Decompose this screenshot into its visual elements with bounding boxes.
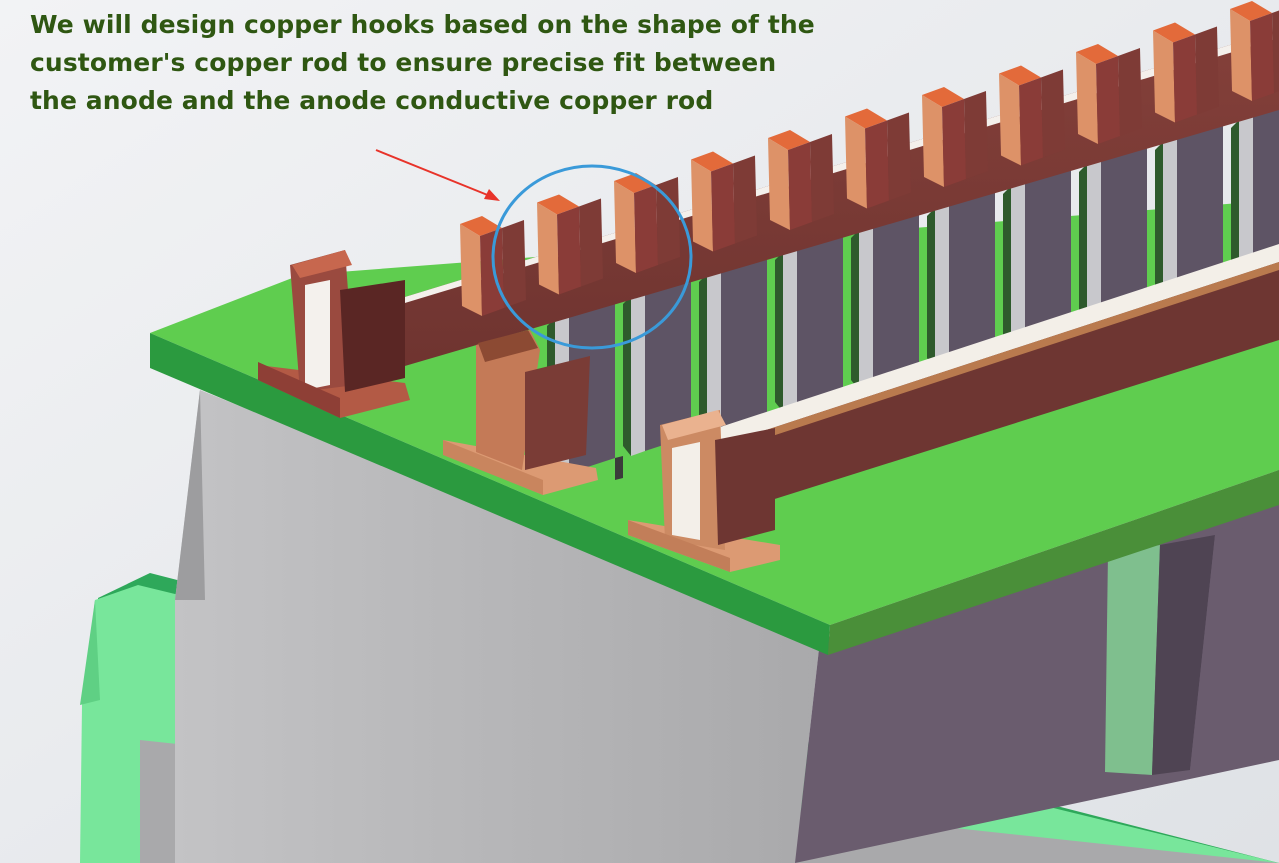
hook-top <box>999 65 1041 86</box>
anode-gap <box>699 274 707 434</box>
anode-face <box>873 212 919 385</box>
hook-left-face <box>537 202 559 295</box>
anode-face <box>1253 107 1279 275</box>
hook-left-face <box>999 73 1021 166</box>
anode-gap <box>623 296 631 456</box>
hook-front-face <box>788 142 812 230</box>
hook-back-face <box>579 198 603 287</box>
middle-copper-bracket <box>443 330 598 495</box>
anode-edge <box>935 203 949 368</box>
front-copper-bracket <box>628 410 780 572</box>
hook-left-face <box>691 159 713 252</box>
anode-face <box>1101 146 1147 319</box>
hook-top <box>1153 22 1195 43</box>
hook-left-face <box>1153 30 1175 123</box>
anode-fin <box>615 456 623 480</box>
anode-edge <box>859 225 873 390</box>
anode-face <box>949 190 995 363</box>
anode-edge <box>1239 115 1253 280</box>
hook-left-face <box>1230 9 1252 101</box>
anode-edge <box>1011 181 1025 346</box>
anode-plates <box>547 107 1279 480</box>
hook-left-face <box>1076 52 1098 144</box>
hook-left-face <box>614 181 636 273</box>
anode-face <box>1025 168 1071 341</box>
hook-front-face <box>865 120 889 209</box>
hook-top <box>845 108 887 129</box>
hook-top <box>922 87 964 107</box>
anode-gap <box>927 208 935 368</box>
hook-back-face <box>810 134 834 222</box>
hook-back-face <box>964 91 988 179</box>
anode-edge <box>707 269 721 434</box>
hook-left-face <box>845 116 867 209</box>
hook-back-face <box>733 155 757 244</box>
hook-front-face <box>1173 34 1197 123</box>
hook-front-face <box>557 206 581 295</box>
hook-front-face <box>480 228 504 316</box>
anode-gap <box>1231 120 1239 280</box>
hook-back-face <box>502 220 526 308</box>
hook-back-face <box>1272 10 1279 93</box>
hook-left-face <box>768 138 790 230</box>
hook-top <box>691 151 733 172</box>
anode-gap <box>1155 142 1163 302</box>
anode-face <box>1177 124 1223 297</box>
anode-gap <box>775 252 783 412</box>
hook-front-face <box>1250 13 1274 101</box>
hook-left-face <box>460 224 482 316</box>
anode-edge <box>1163 137 1177 302</box>
hook-back-face <box>1041 69 1065 158</box>
hook-top <box>537 194 579 215</box>
anode-edge <box>783 247 797 412</box>
hook-front-face <box>634 185 658 273</box>
anode-face <box>721 256 767 429</box>
hook-top <box>768 130 810 150</box>
hook-top <box>1230 1 1272 21</box>
anode-face <box>797 234 843 407</box>
anode-gap <box>1003 186 1011 346</box>
hook-top <box>460 216 502 236</box>
purple-side-block <box>795 470 1279 863</box>
highlight-circle <box>491 164 693 350</box>
anode-gap <box>1079 164 1087 324</box>
hook-top <box>614 173 656 193</box>
hook-front-face <box>942 99 966 187</box>
hook-back-face <box>656 177 680 265</box>
copper-hooks <box>460 1 1279 316</box>
anode-edge <box>631 291 645 456</box>
lower-copper-rod <box>705 244 1279 520</box>
left-copper-bracket <box>258 250 410 418</box>
hook-front-face <box>1019 77 1043 166</box>
annotation-caption: We will design copper hooks based on the… <box>30 10 815 115</box>
red-arrow <box>375 149 500 201</box>
hook-front-face <box>711 163 735 252</box>
hook-front-face <box>1096 56 1120 144</box>
hook-back-face <box>1195 26 1219 115</box>
hook-back-face <box>1118 48 1142 136</box>
anode-gap <box>851 230 859 390</box>
gray-base-block <box>175 390 820 863</box>
anode-face <box>645 278 691 451</box>
hook-top <box>1076 44 1118 64</box>
hook-back-face <box>887 112 911 201</box>
anode-edge <box>1087 159 1101 324</box>
hook-left-face <box>922 95 944 187</box>
